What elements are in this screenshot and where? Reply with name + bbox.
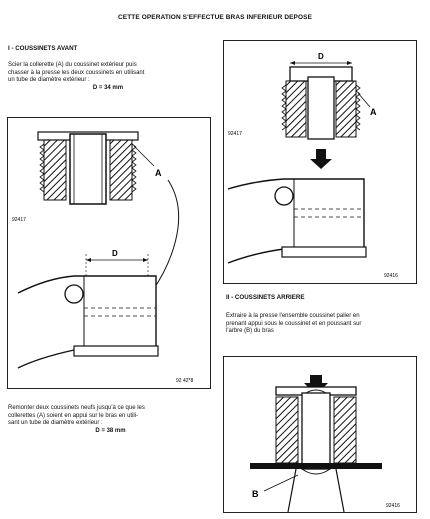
page-title: CETTE OPERATION S'EFFECTUE BRAS INFERIEU… <box>117 14 313 21</box>
paragraph-line: un tube de diamètre extérieur : <box>8 77 90 84</box>
figure-rear-bushing: B 92416 <box>223 356 417 513</box>
figure-code: 92417 <box>228 131 242 137</box>
paragraph-line: chasser à la presse les deux coussinets … <box>8 69 145 76</box>
section-avant-paragraph: Scier la collerette (A) du coussinet ext… <box>8 62 208 92</box>
section-remontage-paragraph: Remonter deux coussinets neufs jusqu'à c… <box>8 405 213 435</box>
label-a: A <box>155 168 162 178</box>
dimension-value: D = 38 mm <box>95 427 126 434</box>
bushing-diagram: A 92417 D 92 42*8 <box>12 131 193 384</box>
paragraph-line: Scier la collerette (A) du coussinet ext… <box>8 62 137 68</box>
paragraph-line: l'arbre (B) du bras <box>226 328 274 335</box>
label-d: D <box>112 249 118 258</box>
rear-bushing-diagram: B 92416 <box>250 375 400 512</box>
figure-code: 92 42*8 <box>176 378 193 384</box>
paragraph-line: prenant appui sous le coussinet et en po… <box>226 320 362 327</box>
dimension-value: D = 34 mm <box>92 84 124 91</box>
paragraph-line: sant un tube de diamètre extérieur : <box>8 420 103 427</box>
figure-front-bushings: A 92417 D 92 42*8 <box>7 117 211 389</box>
bushing-removal-diagram: D A 92417 92416 <box>227 52 398 279</box>
label-d: D <box>318 52 324 61</box>
label-b: B <box>252 489 259 499</box>
section-arriere-paragraph: Extraire à la presse l'ensemble coussine… <box>226 313 422 336</box>
figure-code: 92416 <box>386 503 400 509</box>
paragraph-line: Remonter deux coussinets neufs jusqu'à c… <box>8 405 145 411</box>
label-a: A <box>370 107 377 117</box>
section-heading-avant: I - COUSSINETS AVANT <box>8 45 78 52</box>
paragraph-line: collerettes (A) soient en appui sur le b… <box>8 412 139 419</box>
figure-bushing-removal: D A 92417 92416 <box>223 40 417 284</box>
figure-code: 92416 <box>384 273 398 279</box>
figure-code: 92417 <box>12 217 26 223</box>
section-heading-arriere: II - COUSSINETS ARRIERE <box>226 294 305 301</box>
paragraph-line: Extraire à la presse l'ensemble coussine… <box>226 313 360 319</box>
